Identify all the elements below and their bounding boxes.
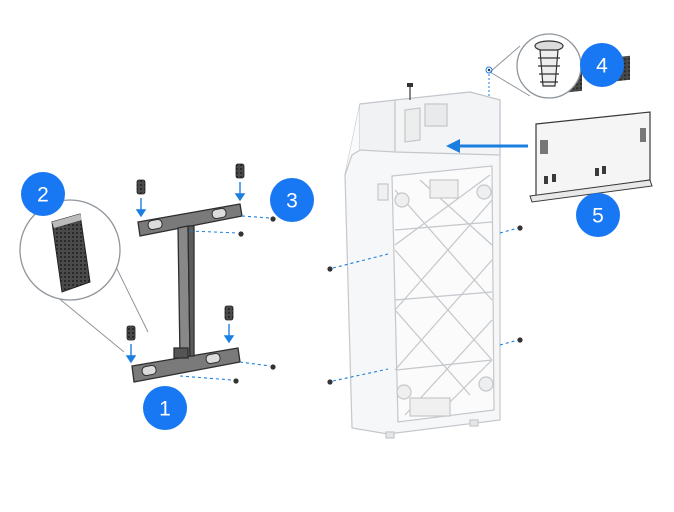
rubber-pad-icon	[51, 213, 91, 293]
callout-4-label: 4	[596, 55, 608, 78]
enclosure-panel	[344, 91, 501, 439]
callout-2-label: 2	[37, 184, 49, 207]
wall-mount-bracket	[131, 203, 243, 383]
top-screw	[407, 83, 413, 100]
enclosure-screws	[327, 225, 523, 385]
bracket-screws	[233, 216, 276, 384]
rivet-magnifier	[485, 33, 582, 99]
callout-3-label: 3	[286, 190, 298, 213]
insert-arrow	[446, 139, 528, 153]
callout-4: 4	[580, 43, 624, 87]
callout-5: 5	[576, 193, 620, 237]
pad-magnifier	[19, 199, 149, 353]
bracket-screw-lines	[179, 215, 271, 381]
callout-1-label: 1	[159, 398, 171, 421]
pad-arrows	[125, 182, 246, 364]
callout-3: 3	[270, 178, 314, 222]
callout-1: 1	[143, 386, 187, 430]
callout-2: 2	[21, 172, 65, 216]
plastic-rivet-icon	[534, 40, 564, 87]
rubber-pads	[126, 163, 245, 341]
callout-5-label: 5	[592, 205, 604, 228]
